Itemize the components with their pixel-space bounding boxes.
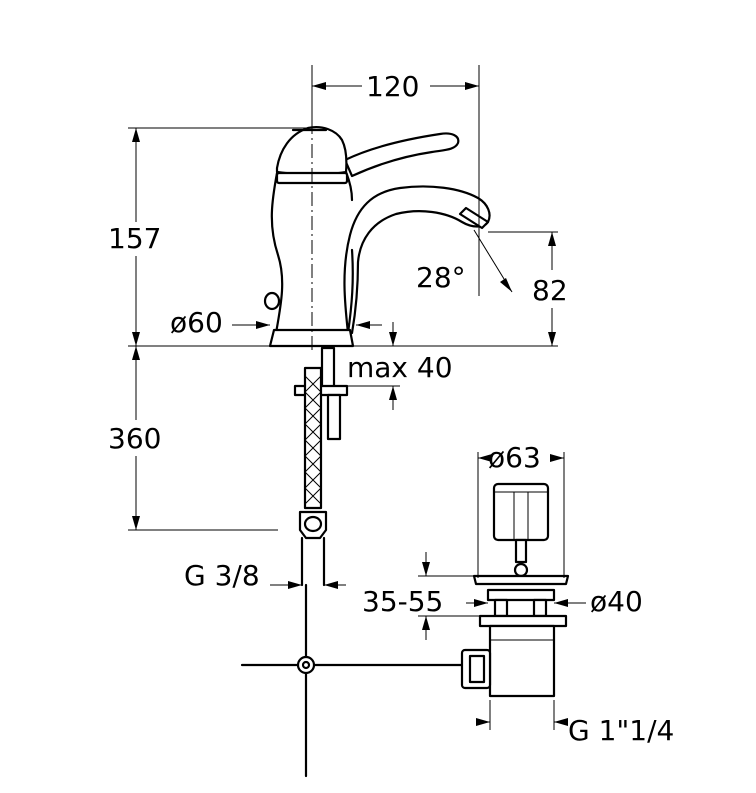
base-diameter-label: ø60 [170, 306, 223, 339]
dimension-spout-reach: 120 [311, 65, 480, 296]
dimension-tap-height: 157 [108, 127, 558, 347]
spout-angle-label: 28° [416, 261, 466, 294]
dimension-deck-thickness: max 40 [347, 322, 453, 410]
waste-flange [472, 574, 570, 586]
dimension-waste-cap: ø63 [477, 441, 565, 578]
braided-hose [303, 366, 323, 510]
deck-thickness-label: max 40 [347, 351, 453, 384]
dimension-waste-range: 35-55 [362, 552, 480, 640]
waste-cap-label: ø63 [488, 441, 541, 474]
dimension-base-diameter: ø60 [170, 306, 382, 339]
waste-outlet-label: G 1"1/4 [568, 714, 674, 747]
waste-hole-label: ø40 [590, 585, 643, 618]
spout-reach-label: 120 [366, 70, 419, 103]
spout-aerator [458, 206, 490, 230]
spout-height-label: 82 [532, 274, 568, 307]
dimension-spout-height: 82 [488, 231, 568, 346]
popup-rod [240, 583, 470, 778]
dimension-inlet-thread: G 3/8 [184, 559, 346, 592]
dimension-waste-outlet: G 1"1/4 [476, 700, 674, 747]
lever-handle [343, 132, 460, 178]
faucet-body [263, 126, 491, 348]
hose-length-label: 360 [108, 422, 161, 455]
faucet-shell [270, 170, 491, 335]
waste-body [488, 624, 556, 698]
dimension-hose-length: 360 [108, 346, 278, 531]
inlet-thread-label: G 3/8 [184, 559, 260, 592]
tap-height-label: 157 [108, 222, 161, 255]
dimension-spout-angle: 28° [416, 229, 513, 294]
fixing-assembly [293, 346, 349, 587]
waste-range-label: 35-55 [362, 585, 443, 618]
dimension-waste-hole: ø40 [466, 585, 643, 618]
popup-waste [460, 482, 570, 698]
